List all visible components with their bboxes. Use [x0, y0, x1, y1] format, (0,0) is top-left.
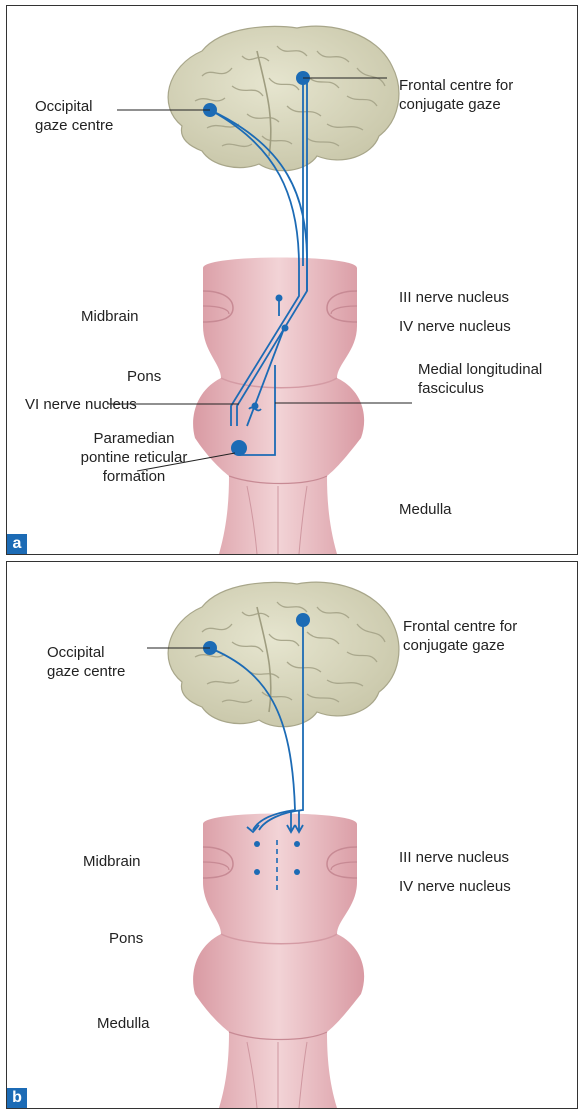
left-iii-nucleus: [254, 841, 260, 847]
cerebrum: [168, 26, 399, 171]
cerebrum: [168, 582, 399, 727]
label-iv-nerve-nucleus: IV nerve nucleus: [399, 317, 511, 336]
panel-tag-b: b: [7, 1088, 27, 1108]
frontal-nucleus: [296, 613, 310, 627]
label-medulla: Medulla: [97, 1014, 150, 1033]
label-vi-nerve-nucleus: VI nerve nucleus: [25, 395, 137, 414]
vi-nucleus: [252, 403, 259, 410]
label-pons: Pons: [127, 367, 161, 386]
iii-nucleus: [276, 295, 283, 302]
panel-tag-a: a: [7, 534, 27, 554]
label-midbrain: Midbrain: [81, 307, 139, 326]
label-pons: Pons: [109, 929, 143, 948]
label-iii-nerve-nucleus: III nerve nucleus: [399, 848, 509, 867]
right-iii-nucleus: [294, 841, 300, 847]
label-iii-nerve-nucleus: III nerve nucleus: [399, 288, 509, 307]
brainstem: [193, 814, 364, 1109]
left-iv-nucleus: [254, 869, 260, 875]
label-iv-nerve-nucleus: IV nerve nucleus: [399, 877, 511, 896]
iv-nucleus: [282, 325, 289, 332]
right-iv-nucleus: [294, 869, 300, 875]
label-midbrain: Midbrain: [83, 852, 141, 871]
label-medulla: Medulla: [399, 500, 452, 519]
